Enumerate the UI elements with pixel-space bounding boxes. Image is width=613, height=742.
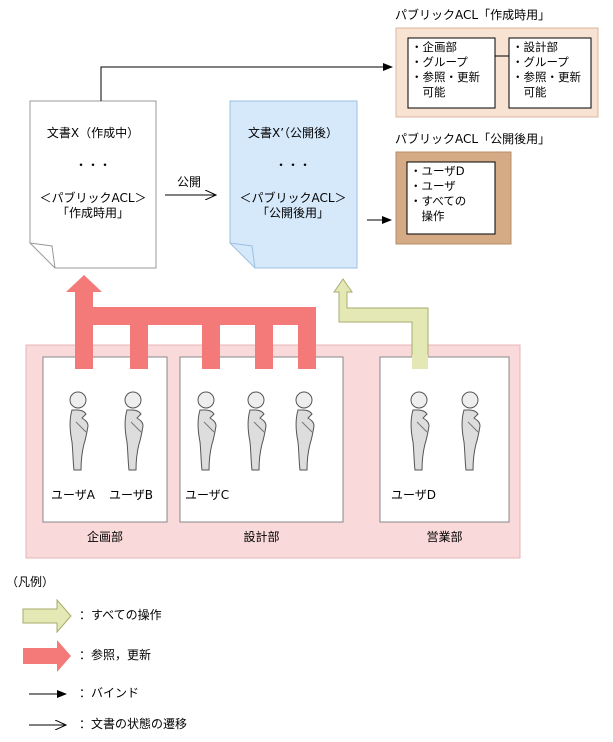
document-x2-title: 文書X’（公開後） — [247, 126, 339, 140]
legend-all-ops-icon — [22, 598, 72, 634]
document-x-title: 文書X（作成中） — [46, 126, 140, 140]
document-x2-dots: ・・・ — [274, 158, 311, 172]
acl-create-box2-line: 可能 — [512, 85, 547, 99]
acl-public-box — [406, 161, 496, 235]
acl-public-line: 操作 — [410, 209, 445, 223]
document-x-acl-name: 「作成時用」 — [56, 206, 129, 220]
acl-create-title: パブリックACL「作成時用」 — [395, 8, 551, 22]
acl-public-line: ・ユーザD — [410, 164, 465, 178]
acl-create-box-design — [508, 37, 592, 109]
legend-ref-update-icon — [23, 640, 71, 672]
dept-box-sales — [379, 356, 510, 523]
document-x-fold — [29, 242, 56, 269]
dept-label-sales: 営業部 — [426, 530, 463, 544]
acl-create-box1-text: ・企画部 ・グループ ・参照・更新 可能 — [411, 40, 480, 100]
transition-label: 公開 — [177, 175, 202, 189]
acl-create-box2-line: ・参照・更新 — [512, 70, 581, 84]
acl-public-line: ・ユーザ — [410, 179, 456, 193]
document-x2-fold — [229, 242, 256, 269]
document-x-shape — [29, 100, 157, 269]
acl-create-box2-line: ・グループ — [512, 55, 569, 69]
acl-create-box-planning — [407, 37, 496, 109]
legend-bind-label: ：バインド — [79, 686, 140, 700]
legend-all-ops-label: ：すべての操作 — [79, 608, 162, 622]
document-x2-acl-label: ＜パブリックACL＞ — [239, 191, 347, 205]
user-label-c: ユーザC — [185, 488, 230, 502]
user-label-b: ユーザB — [109, 488, 153, 502]
dept-label-design: 設計部 — [243, 530, 280, 544]
document-x2-acl-name: 「公開後用」 — [256, 206, 329, 220]
acl-create-box2-text: ・設計部 ・グループ ・参照・更新 可能 — [512, 40, 581, 100]
acl-public-line: ・すべての — [410, 194, 467, 208]
acl-public-box-text: ・ユーザD ・ユーザ ・すべての 操作 — [410, 164, 466, 224]
dept-label-planning: 企画部 — [86, 530, 123, 544]
document-x-dots: ・・・ — [74, 158, 111, 172]
acl-public-title: パブリックACL「公開後用」 — [395, 132, 551, 146]
bind-arrow-create — [100, 63, 393, 101]
dept-box-planning — [42, 356, 168, 523]
legend-transition-label: ：文書の状態の遷移 — [79, 717, 188, 731]
document-x-acl-label: ＜パブリックACL＞ — [39, 191, 147, 205]
document-x2-shape — [229, 100, 358, 269]
user-label-d: ユーザD — [391, 488, 437, 502]
acl-create-box1-line: ・参照・更新 — [411, 70, 480, 84]
legend-ref-update-label: ：参照，更新 — [79, 648, 152, 662]
acl-create-box1-line: ・グループ — [411, 55, 468, 69]
acl-create-box1-line: 可能 — [411, 85, 446, 99]
acl-create-box1-line: ・企画部 — [411, 40, 457, 54]
user-label-a: ユーザA — [51, 488, 95, 502]
legend-title: （凡例） — [6, 575, 55, 589]
acl-create-box2-line: ・設計部 — [512, 40, 558, 54]
ref-update-arrow — [66, 275, 316, 369]
